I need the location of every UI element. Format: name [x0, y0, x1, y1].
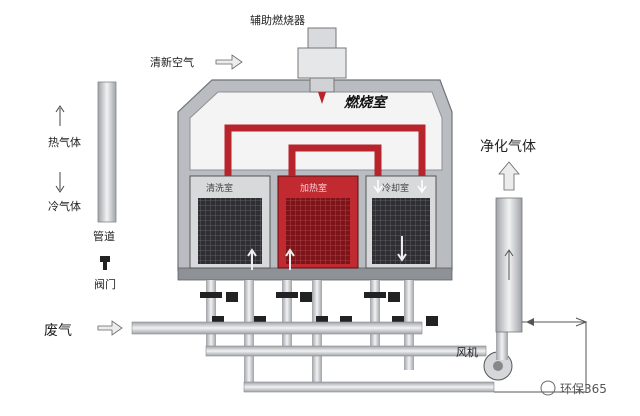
valve-label: 阀门	[94, 278, 116, 291]
legend-pipe	[97, 81, 117, 223]
legend-cold-arrow	[55, 172, 65, 193]
waste-gas-header	[131, 321, 423, 335]
heating-chamber-label: 加热室	[300, 184, 328, 194]
watermark-label: 环保365	[560, 382, 607, 396]
heating-chamber-bed	[286, 198, 350, 264]
fan-outlet-arrow	[526, 318, 534, 326]
aux-burner-icon	[297, 27, 347, 104]
lower-header-2	[243, 381, 495, 393]
drop-pipe-1	[206, 280, 216, 350]
bed-down-arrow	[397, 236, 407, 262]
legend-hot-arrow	[55, 105, 65, 126]
hot-duct-outer	[224, 124, 426, 176]
bed-up-arrow-1	[247, 248, 257, 270]
drop-pipe-2	[244, 280, 254, 390]
bypass-arrow	[575, 317, 588, 327]
cleaning-chamber-label: 清洗室	[206, 184, 234, 194]
drop-pipe-3	[282, 280, 292, 350]
fan-icon	[483, 330, 513, 381]
lower-header-1	[205, 345, 487, 357]
waste-gas-label: 废气	[44, 323, 72, 339]
hot-duct-inner	[288, 144, 382, 176]
legend-valve-icon	[100, 256, 110, 270]
valve-icon	[200, 292, 438, 326]
drop-pipe-5	[370, 280, 380, 350]
cold-gas-label: 冷气体	[48, 200, 81, 213]
watermark-icon	[540, 380, 556, 396]
purified-gas-label: 净化气体	[480, 139, 536, 155]
stack-up-arrow	[504, 249, 514, 280]
clean-air-arrow	[215, 54, 243, 70]
clean-air-label: 清新空气	[150, 56, 194, 69]
housing-base	[177, 267, 453, 281]
aux-burner-label: 辅助燃烧器	[250, 14, 305, 27]
hot-gas-label: 热气体	[48, 136, 81, 149]
cooling-arrow-2	[417, 180, 427, 194]
bed-up-arrow-2	[285, 248, 295, 270]
combustion-chamber-label: 燃烧室	[344, 95, 386, 111]
waste-gas-arrow	[97, 320, 123, 336]
cooling-chamber-label: 冷却室	[382, 184, 410, 194]
cooling-arrow-1	[373, 180, 383, 194]
pipe-label: 管道	[93, 230, 115, 243]
drop-pipe-4	[312, 280, 322, 390]
bypass-loop	[494, 321, 587, 393]
purified-gas-arrow	[498, 161, 520, 191]
fan-label: 风机	[456, 346, 478, 359]
